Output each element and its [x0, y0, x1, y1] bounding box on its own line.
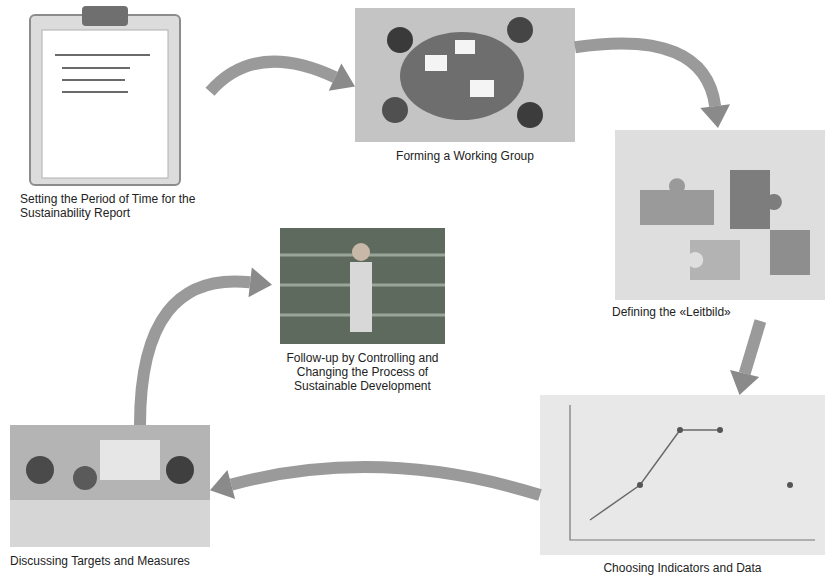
chart-axes	[570, 405, 815, 540]
arrow-shaft	[140, 281, 250, 425]
picture-step: Follow-up by Controlling and Changing th…	[272, 228, 453, 395]
arrow-shaft	[745, 321, 761, 374]
step-caption: Discussing Targets and Measures	[10, 554, 210, 568]
paper-sheet	[455, 40, 475, 54]
cycle-arrow	[575, 43, 730, 128]
photo-ground	[355, 8, 575, 142]
arrow-head	[329, 64, 355, 91]
arrow-head	[210, 470, 235, 499]
puzzle-piece	[770, 230, 810, 275]
arrow-shaft	[575, 43, 715, 106]
cycle-arrow	[140, 267, 272, 425]
chart-picture	[540, 395, 825, 555]
clipboard-clip	[82, 6, 128, 26]
person	[166, 456, 194, 484]
shopper	[350, 262, 372, 332]
picture-step: Defining the «Leitbild»	[612, 128, 824, 321]
chart-dot	[677, 427, 683, 433]
puzzle-piece	[730, 170, 782, 229]
chart-line	[590, 430, 720, 520]
photo-ground	[10, 425, 210, 547]
person	[517, 102, 543, 128]
photo-ground	[280, 228, 445, 344]
supermarket-picture	[280, 228, 445, 344]
person	[26, 456, 54, 484]
person	[73, 466, 97, 490]
person	[382, 97, 408, 123]
picture-step: Discussing Targets and Measures	[10, 425, 210, 570]
table-top	[400, 32, 524, 120]
picture-step: Setting the Period of Time for the Susta…	[20, 5, 210, 222]
cycle-arrow	[210, 62, 355, 92]
paper-lines	[55, 55, 150, 92]
chart-dot	[637, 482, 643, 488]
arrow-head	[730, 370, 759, 395]
chart-dot	[787, 482, 793, 488]
chart-dot	[717, 427, 723, 433]
clipboard-paper	[42, 30, 168, 178]
table	[10, 500, 210, 547]
arrow-shaft	[231, 467, 540, 495]
puzzle-piece	[690, 240, 740, 280]
person	[387, 27, 413, 53]
photo-ground	[540, 395, 825, 555]
picture-step: Choosing Indicators and Data	[540, 395, 825, 577]
cycle-arrow	[210, 467, 540, 499]
clipboard-board	[30, 15, 180, 185]
clipboard-picture	[30, 6, 180, 185]
meeting-picture	[355, 8, 575, 142]
photo-ground	[615, 130, 825, 300]
wall-board	[100, 440, 160, 480]
arrow-head	[248, 267, 272, 297]
step-caption: Forming a Working Group	[355, 149, 575, 163]
arrow-head	[700, 104, 730, 128]
step-caption: Defining the «Leitbild»	[612, 305, 824, 319]
puzzle-piece	[640, 178, 714, 225]
paper-sheet	[470, 80, 494, 97]
person	[507, 17, 533, 43]
puzzle-picture	[615, 130, 825, 300]
shopper-head	[352, 243, 370, 261]
picture-step: Forming a Working Group	[355, 8, 575, 165]
cycle-arrow	[730, 321, 760, 395]
step-caption: Setting the Period of Time for the Susta…	[20, 192, 210, 220]
step-caption: Choosing Indicators and Data	[540, 561, 825, 575]
discussion-picture	[10, 425, 210, 547]
paper-sheet	[425, 55, 447, 71]
arrow-shaft	[210, 62, 335, 92]
step-caption: Follow-up by Controlling and Changing th…	[272, 351, 453, 393]
